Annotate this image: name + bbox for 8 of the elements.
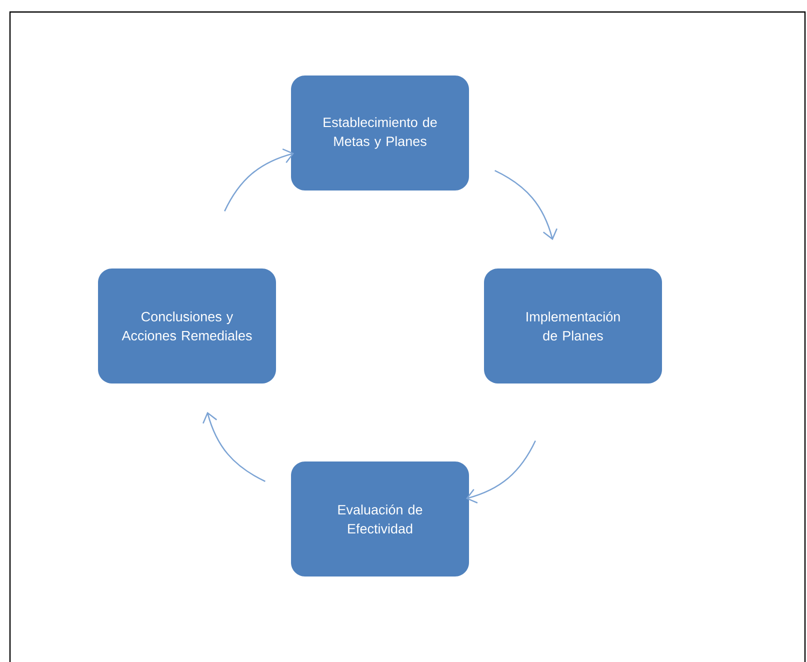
arrow <box>494 170 558 240</box>
arrow <box>224 148 294 212</box>
arrow <box>466 440 536 504</box>
process-box: Conclusiones y Acciones Remediales <box>98 268 276 384</box>
process-box: Evaluación de Efectividad <box>291 461 469 576</box>
process-box: Establecimiento de Metas y Planes <box>291 76 469 190</box>
arrow <box>202 412 266 482</box>
process-box: Implementación de Planes <box>484 268 662 384</box>
